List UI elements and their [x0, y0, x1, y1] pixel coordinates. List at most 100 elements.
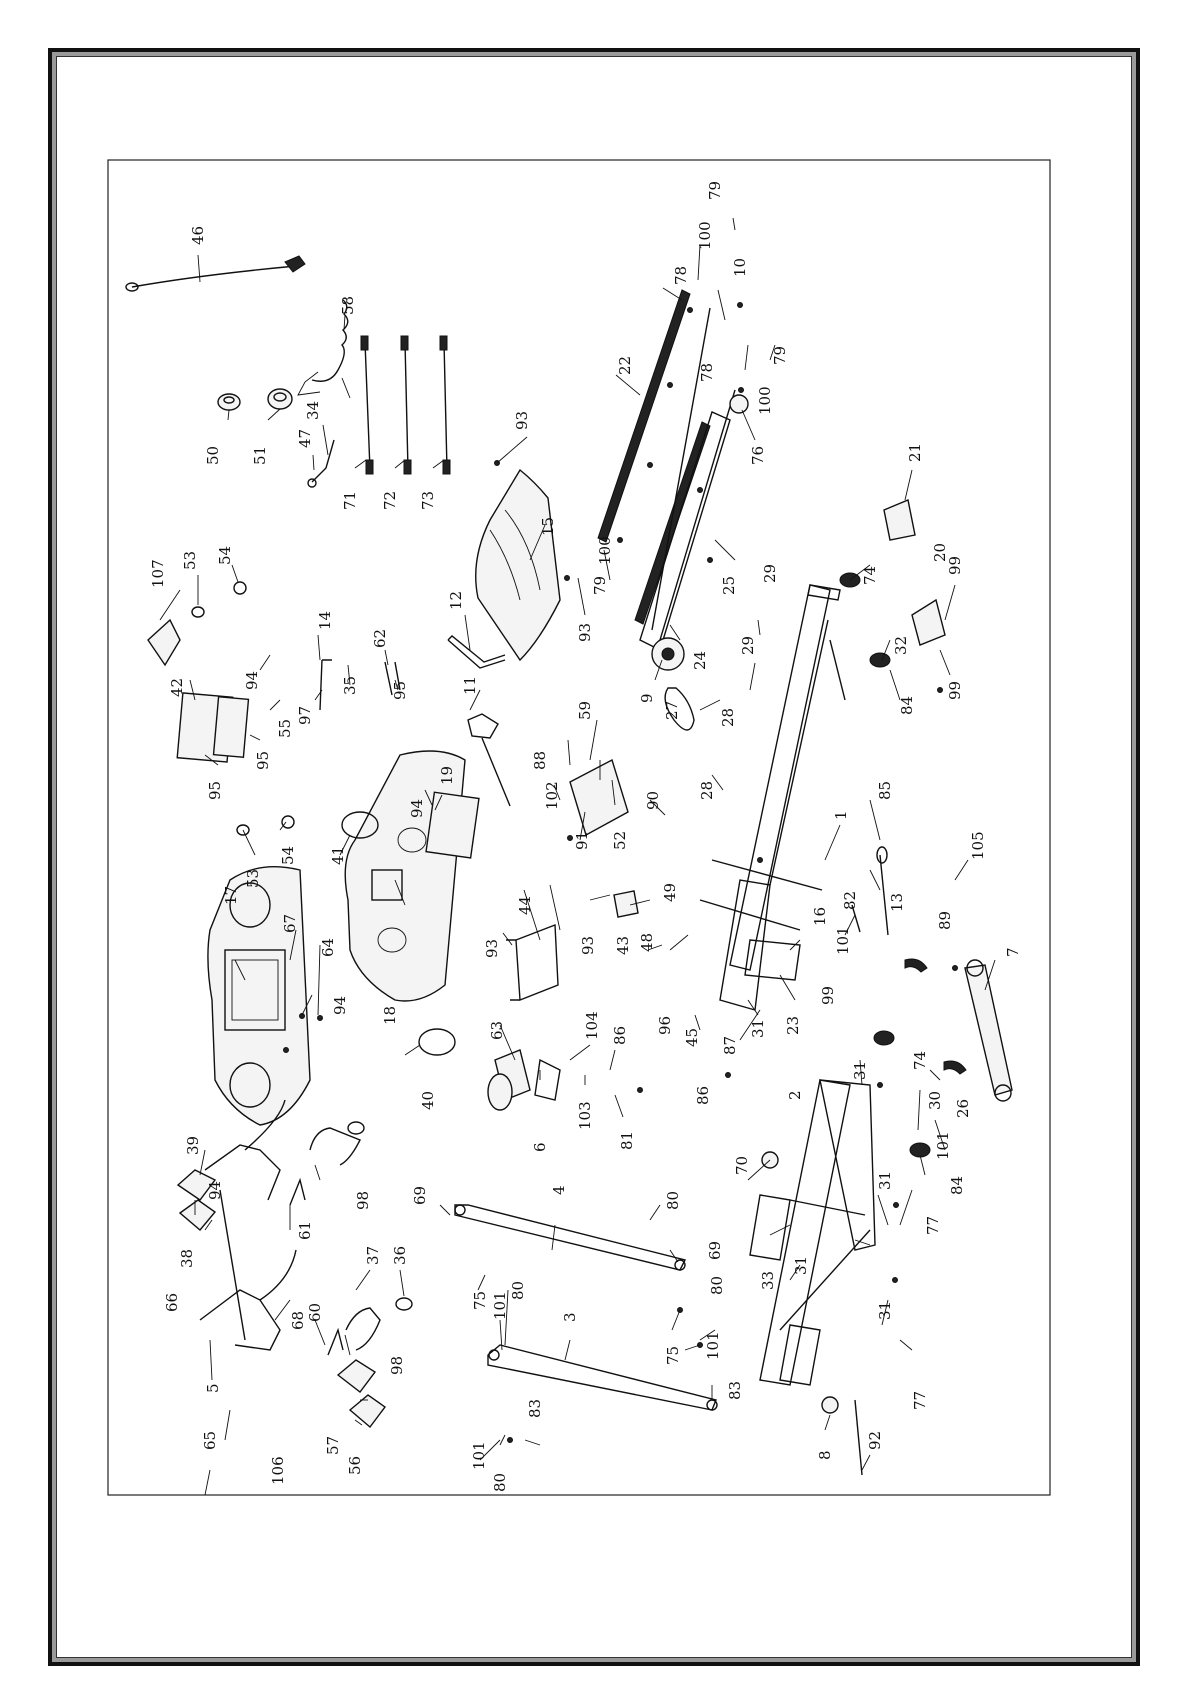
callout-22: 22: [616, 356, 634, 375]
callout-52: 52: [611, 831, 629, 850]
diagram-area-border: [107, 159, 1051, 1496]
callout-6: 6: [531, 1142, 549, 1152]
callout-85: 85: [876, 781, 894, 800]
callout-87: 87: [721, 1036, 739, 1055]
part-98-37-36-drawing: [289, 1121, 413, 1356]
callout-67: 67: [281, 914, 299, 933]
part-25-frame: [639, 307, 749, 671]
callout-45: 45: [683, 1028, 701, 1047]
callout-80c: 80: [708, 1276, 726, 1295]
callout-41: 41: [329, 846, 347, 865]
callout-84: 84: [898, 696, 916, 715]
outer-border: [48, 48, 1140, 1666]
callout-78b: 78: [698, 363, 716, 382]
part-63-motor: [487, 1049, 561, 1111]
part-74-32-30-wheels: [839, 572, 967, 1158]
callout-80b: 80: [509, 1281, 527, 1300]
part-58-drawing: [297, 299, 351, 399]
callout-18: 18: [381, 1006, 399, 1025]
callout-44: 44: [516, 896, 534, 915]
callout-56: 56: [346, 1456, 364, 1475]
callout-75: 75: [471, 1291, 489, 1310]
callout-31c: 31: [876, 1171, 894, 1190]
callout-86b: 86: [694, 1086, 712, 1105]
callout-47: 47: [296, 429, 314, 448]
callout-4: 4: [550, 1185, 568, 1195]
callout-69: 69: [411, 1186, 429, 1205]
part-19-drawing: [425, 791, 480, 859]
callout-89: 89: [936, 911, 954, 930]
part-14-62-drawing: [319, 659, 401, 711]
callout-68: 68: [289, 1311, 307, 1330]
callout-73: 73: [419, 491, 437, 510]
callout-28b: 28: [698, 781, 716, 800]
callout-105: 105: [969, 831, 987, 860]
callout-107: 107: [149, 559, 167, 588]
part-8-92-drawing: [761, 1151, 863, 1476]
callout-59: 59: [576, 701, 594, 720]
callout-103: 103: [576, 1101, 594, 1130]
callout-106: 106: [269, 1456, 287, 1485]
part-47-34-drawing: [307, 439, 335, 488]
callout-93: 93: [513, 411, 531, 430]
callout-91: 91: [573, 831, 591, 850]
part-13-82-drawing: [851, 846, 889, 936]
callout-60: 60: [306, 1303, 324, 1322]
part-drawings: [125, 255, 1013, 1476]
callout-17: 17: [222, 886, 240, 905]
callout-79c: 79: [591, 576, 609, 595]
callout-99c: 99: [819, 986, 837, 1005]
part-3-crossbar: [487, 1344, 718, 1411]
callout-13: 13: [888, 893, 906, 912]
callout-31b: 31: [851, 1061, 869, 1080]
callout-80d: 80: [491, 1473, 509, 1492]
fasteners: [283, 302, 958, 1443]
callout-75b: 75: [664, 1346, 682, 1365]
callout-100: 100: [696, 221, 714, 250]
callout-82: 82: [841, 891, 859, 910]
callout-54b: 54: [279, 846, 297, 865]
callout-9: 9: [638, 693, 656, 703]
part-16-23-drawing: [744, 939, 801, 981]
callout-77: 77: [924, 1216, 942, 1235]
callout-labels: 1 2 3 4 5 6 7 8 9 10 11 12 13 14 15 16 1…: [149, 181, 1022, 1492]
callout-95c: 95: [391, 681, 409, 700]
callout-38: 38: [178, 1249, 196, 1268]
part-11-drawing: [467, 713, 511, 807]
callout-27: 27: [663, 701, 681, 720]
callout-84b: 84: [948, 1176, 966, 1195]
part-50-51-drawing: [217, 388, 293, 411]
callout-102: 102: [543, 781, 561, 810]
part-17-console: [207, 865, 311, 1126]
callout-101b: 101: [491, 1291, 509, 1320]
part-40-41-drawing: [341, 811, 456, 1056]
callout-104: 104: [583, 1011, 601, 1040]
callout-81: 81: [618, 1131, 636, 1150]
part-43-44-drawing: [506, 890, 639, 1002]
callout-37: 37: [364, 1246, 382, 1265]
callout-50: 50: [204, 446, 222, 465]
callout-21: 21: [906, 443, 924, 462]
callout-95b: 95: [254, 751, 272, 770]
callout-57: 57: [324, 1436, 342, 1455]
callout-101e: 101: [470, 1441, 488, 1470]
callout-35: 35: [341, 676, 359, 695]
callout-99b: 99: [946, 681, 964, 700]
callout-64: 64: [319, 938, 337, 957]
part-22-24-rails: [597, 289, 711, 625]
callout-96: 96: [656, 1016, 674, 1035]
callout-31d: 31: [792, 1256, 810, 1275]
callout-70: 70: [733, 1156, 751, 1175]
callout-93d: 93: [579, 936, 597, 955]
callout-74b: 74: [911, 1051, 929, 1070]
callout-58: 58: [339, 296, 357, 315]
part-15-hood: [475, 468, 561, 662]
callout-100b: 100: [756, 386, 774, 415]
callout-79: 79: [706, 181, 724, 200]
part-7-drawing: [964, 959, 1013, 1102]
callout-39: 39: [184, 1136, 202, 1155]
callout-100c: 100: [596, 536, 614, 565]
callout-98: 98: [354, 1191, 372, 1210]
callout-43: 43: [614, 936, 632, 955]
